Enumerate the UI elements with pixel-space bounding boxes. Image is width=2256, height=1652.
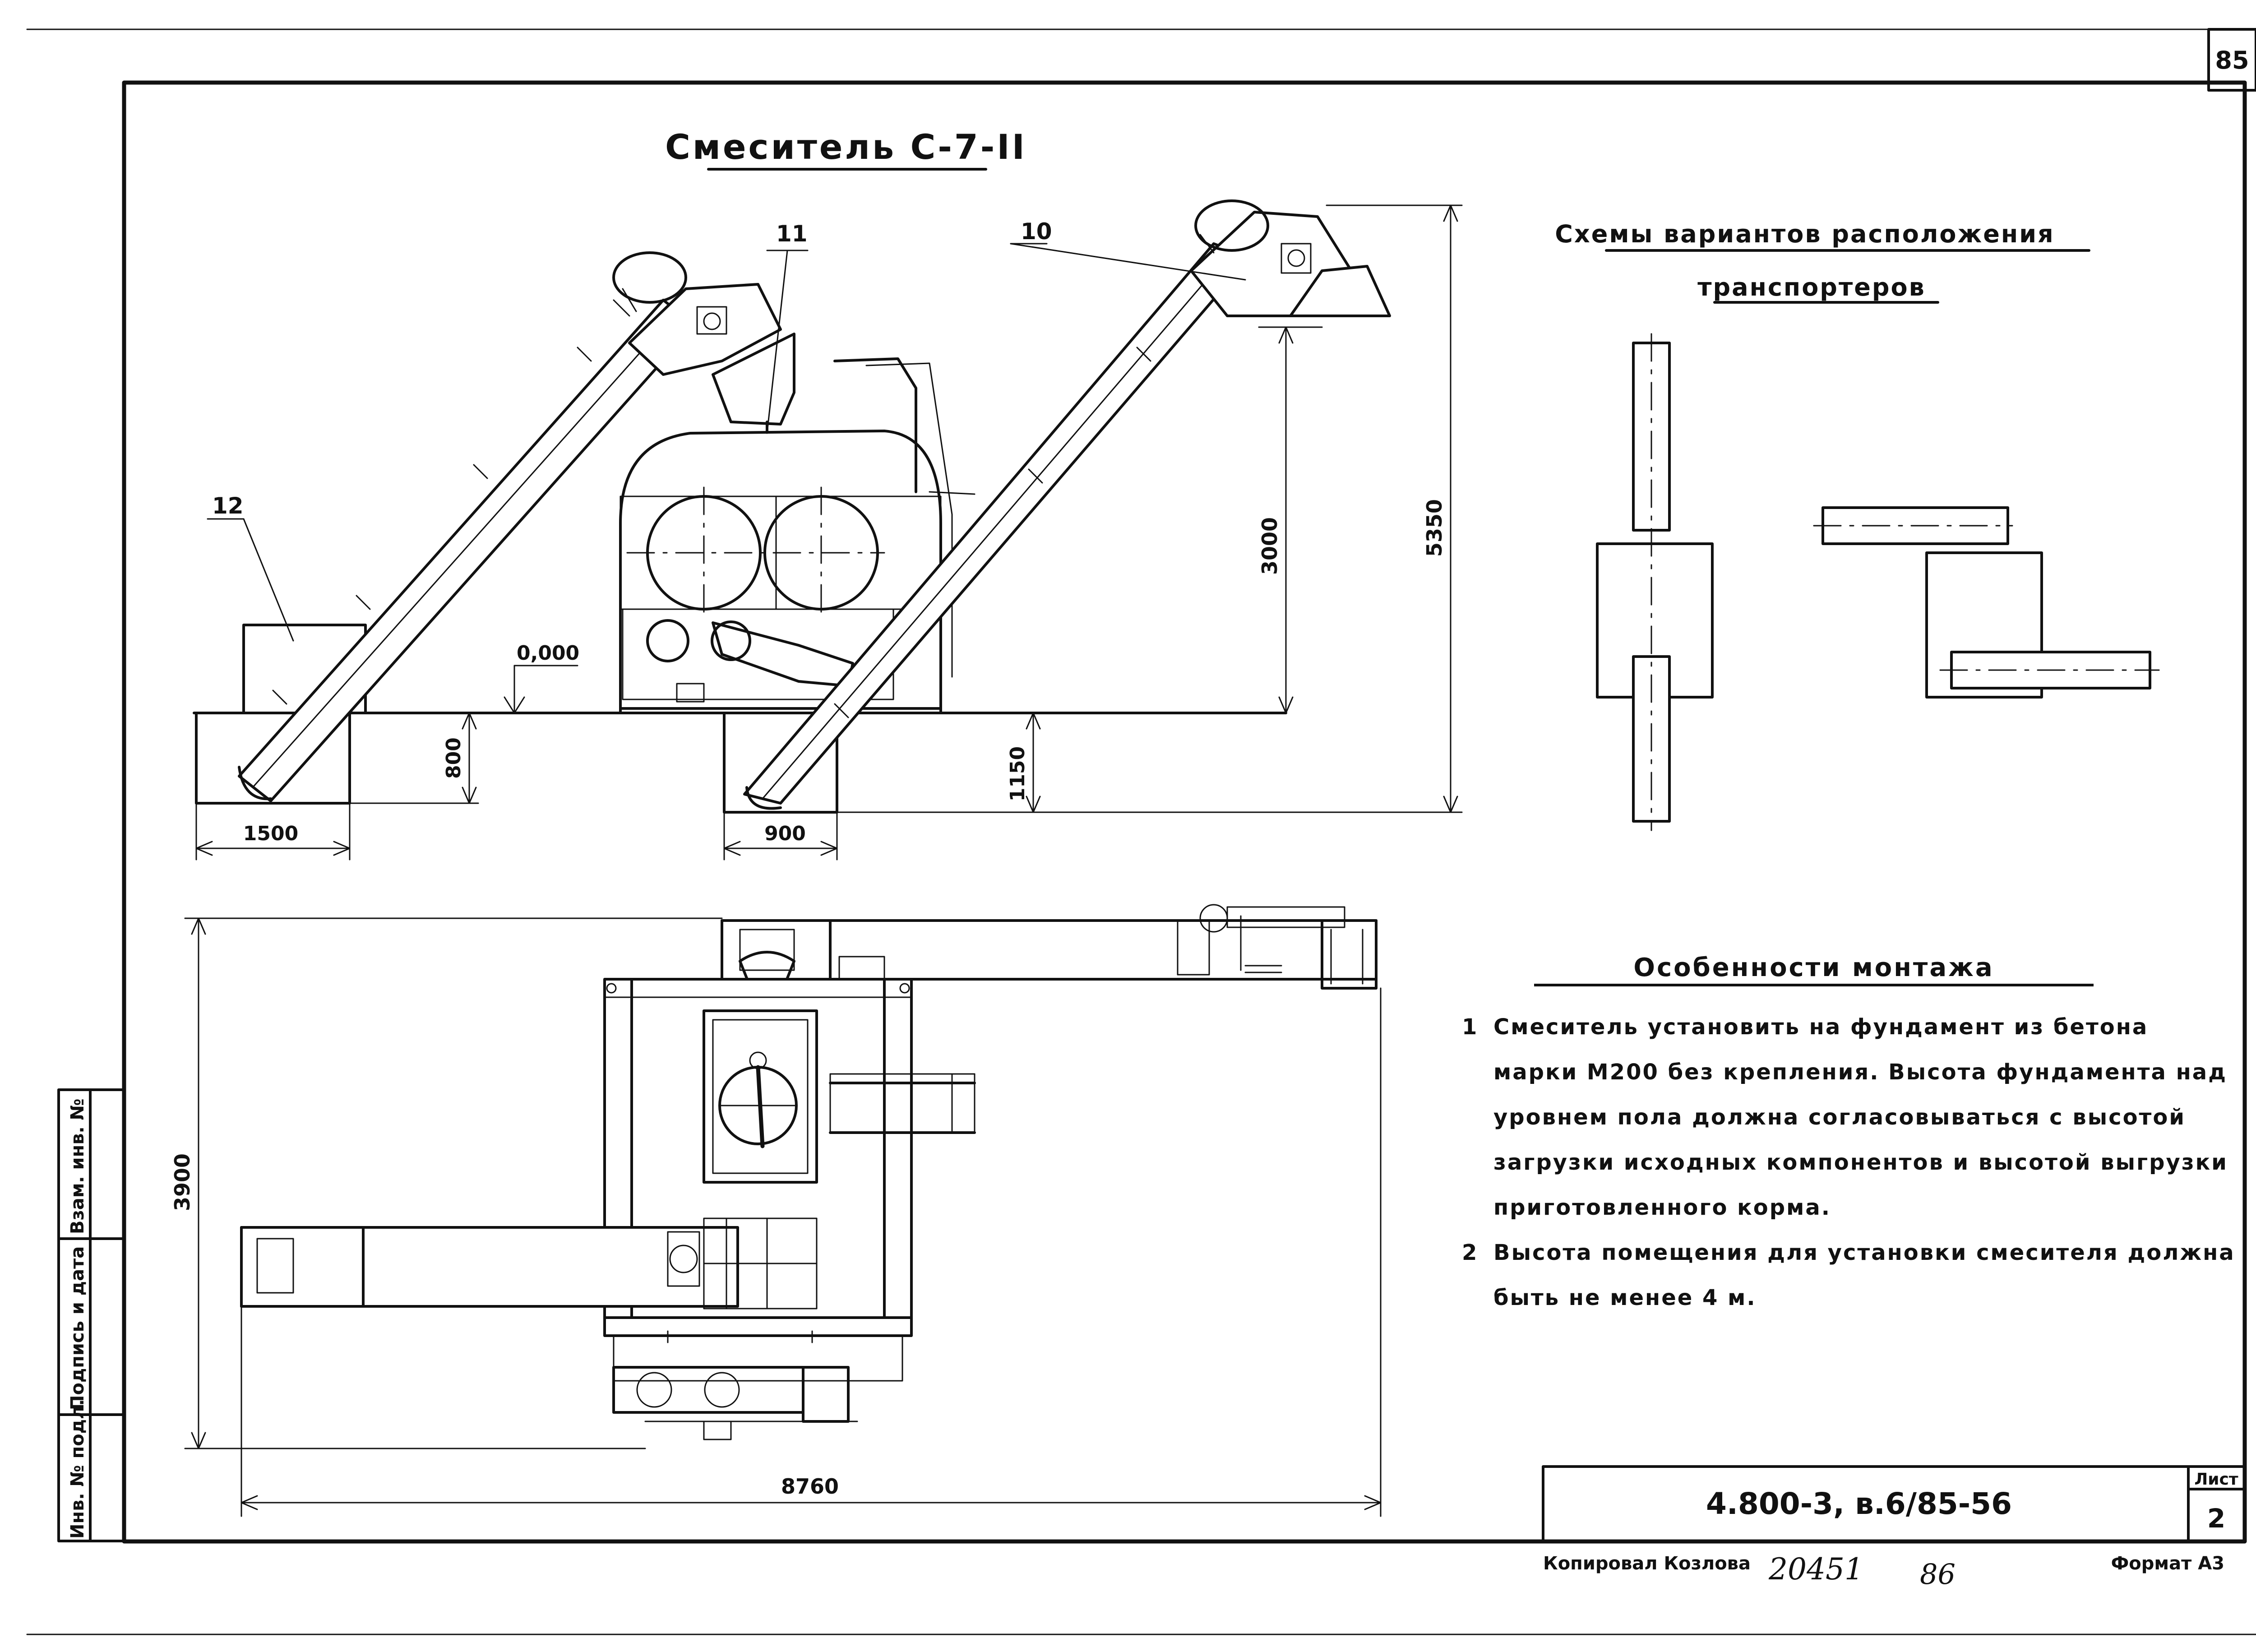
plan-view: 3900 8760 xyxy=(170,904,1382,1517)
sheet-number-box xyxy=(2207,28,2256,92)
list-label: Лист xyxy=(2194,1470,2238,1489)
dim-3000: 3000 xyxy=(1257,517,1282,575)
elevation-mark: 0,000 xyxy=(517,642,579,665)
dim-5350: 5350 xyxy=(1422,499,1447,557)
scheme-variant-1 xyxy=(1596,333,1714,831)
callout-12: 12 xyxy=(212,493,244,519)
note-text-2: Высота помещения для установки смесителя… xyxy=(1493,1240,2235,1310)
side-stamp: Инв. № подл. Подпись и дата Взам. инв. № xyxy=(57,1088,125,1542)
dim-800: 800 xyxy=(442,737,465,779)
doc-code: 4.800-3, в.6/85-56 xyxy=(1706,1486,2012,1521)
leader-11 xyxy=(766,250,788,434)
list-number: 2 xyxy=(2207,1503,2225,1534)
sheet-format: Формат А3 xyxy=(2111,1553,2224,1574)
dim-900: 900 xyxy=(764,822,806,845)
installation-notes: Особенности монтажа 1 Смеситель установи… xyxy=(1462,952,2238,1320)
callout-11: 11 xyxy=(776,221,808,247)
schemes-title-line1: Схемы вариантов расположения xyxy=(1555,220,2054,248)
dim-3900: 3900 xyxy=(170,1153,194,1211)
side-elevation-view: 10 11 12 0,000 3000 5350 800 xyxy=(193,199,1463,861)
handwritten-number-2: 86 xyxy=(1920,1558,1956,1591)
stamp-vzam: Взам. инв. № xyxy=(67,1098,88,1234)
stamp-inv-podl: Инв. № подл. xyxy=(67,1399,88,1539)
drawing-frame xyxy=(122,80,2247,1544)
callout-10: 10 xyxy=(1021,218,1052,245)
note-item-2: 2 Высота помещения для установки смесите… xyxy=(1462,1230,2238,1320)
note-number-2: 2 xyxy=(1462,1240,1479,1265)
dim-8760: 8760 xyxy=(781,1474,839,1499)
note-item-1: 1 Смеситель установить на фундамент из б… xyxy=(1462,1004,2238,1230)
notes-title: Особенности монтажа xyxy=(1534,952,2094,986)
note-text-1: Смеситель установить на фундамент из бет… xyxy=(1493,1014,2228,1220)
leader-12 xyxy=(243,518,294,642)
copied-by: Копировал Козлова xyxy=(1543,1553,1751,1574)
main-title: Смеситель С-7-II xyxy=(665,127,1027,167)
schemes-title-line2: транспортеров xyxy=(1697,273,1926,301)
sheet-number: 85 xyxy=(2215,46,2249,74)
stamp-podpis: Подпись и дата xyxy=(67,1246,88,1410)
note-number-1: 1 xyxy=(1462,1014,1479,1040)
scheme-variant-2 xyxy=(1813,506,2160,699)
dim-1500: 1500 xyxy=(243,822,298,845)
handwritten-number-1: 20451 xyxy=(1768,1552,1863,1587)
dim-1150: 1150 xyxy=(1006,746,1029,801)
leader-10 xyxy=(1010,243,1246,281)
title-block: 4.800-3, в.6/85-56 Лист 2 xyxy=(1542,1465,2246,1542)
